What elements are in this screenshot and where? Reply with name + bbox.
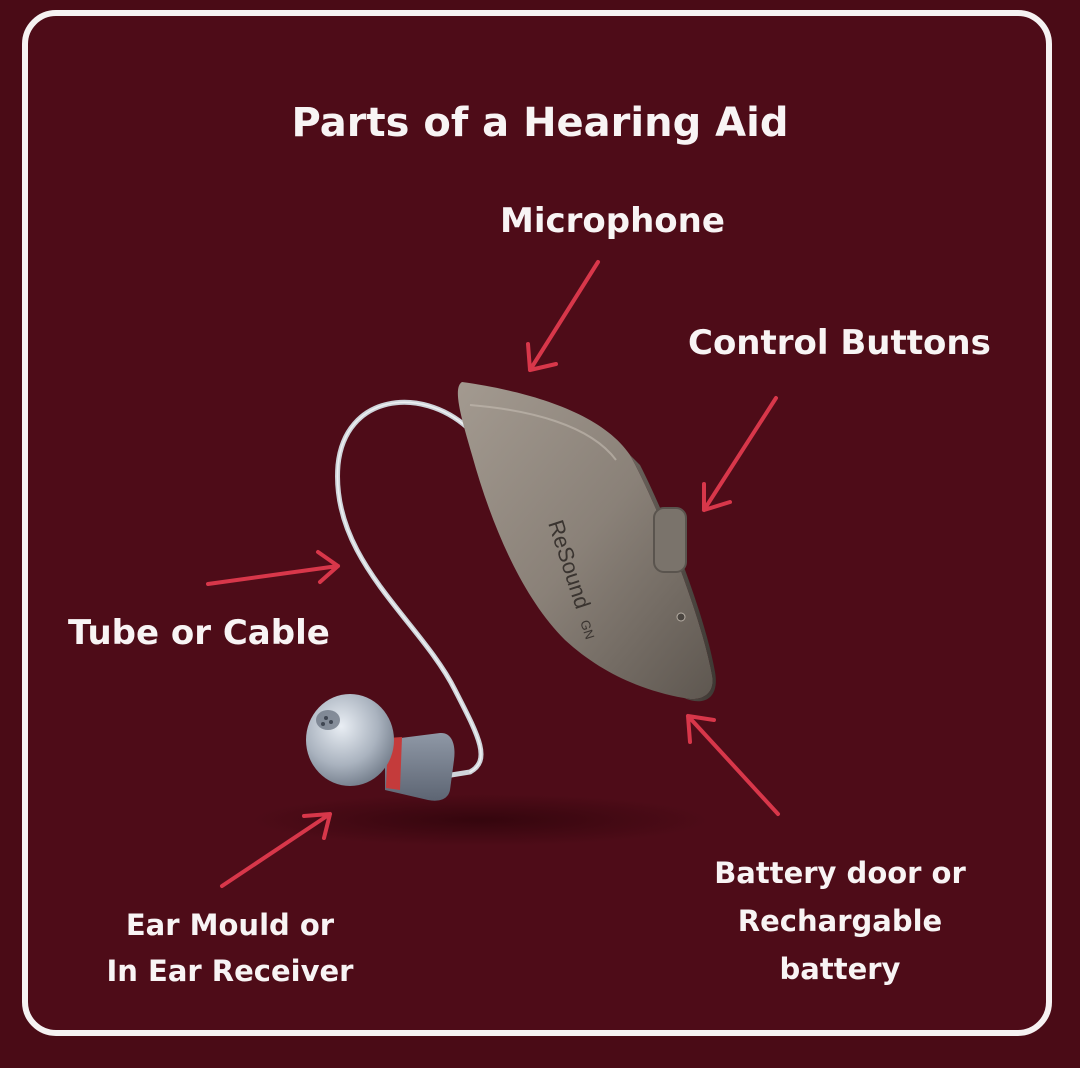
label-battery-line3: battery bbox=[779, 951, 901, 986]
label-battery-line1: Battery door or bbox=[714, 856, 966, 890]
label-tube-or-cable: Tube or Cable bbox=[68, 613, 330, 653]
label-control-buttons: Control Buttons bbox=[688, 323, 991, 363]
indicator-light bbox=[676, 612, 686, 622]
arrows bbox=[206, 260, 780, 888]
device-shadow bbox=[250, 794, 710, 846]
label-ear-mould: Ear Mould or In Ear Receiver bbox=[80, 902, 380, 995]
label-battery: Battery door or Rechargable battery bbox=[690, 850, 990, 994]
label-battery-line2: Rechargable bbox=[737, 903, 943, 938]
ear-dome bbox=[306, 694, 394, 786]
label-ear-mould-line2: In Ear Receiver bbox=[106, 954, 354, 989]
label-ear-mould-line1: Ear Mould or bbox=[125, 908, 335, 942]
arrow-tube bbox=[206, 550, 340, 586]
arrow-battery bbox=[686, 714, 780, 816]
page-title: Parts of a Hearing Aid bbox=[291, 100, 789, 146]
arrow-control-buttons bbox=[702, 396, 778, 512]
in-ear-receiver bbox=[385, 732, 455, 801]
arrow-ear-mould bbox=[220, 812, 332, 888]
arrow-microphone bbox=[526, 260, 600, 372]
device-body bbox=[457, 382, 713, 700]
label-microphone: Microphone bbox=[500, 201, 725, 241]
control-button bbox=[653, 507, 687, 573]
